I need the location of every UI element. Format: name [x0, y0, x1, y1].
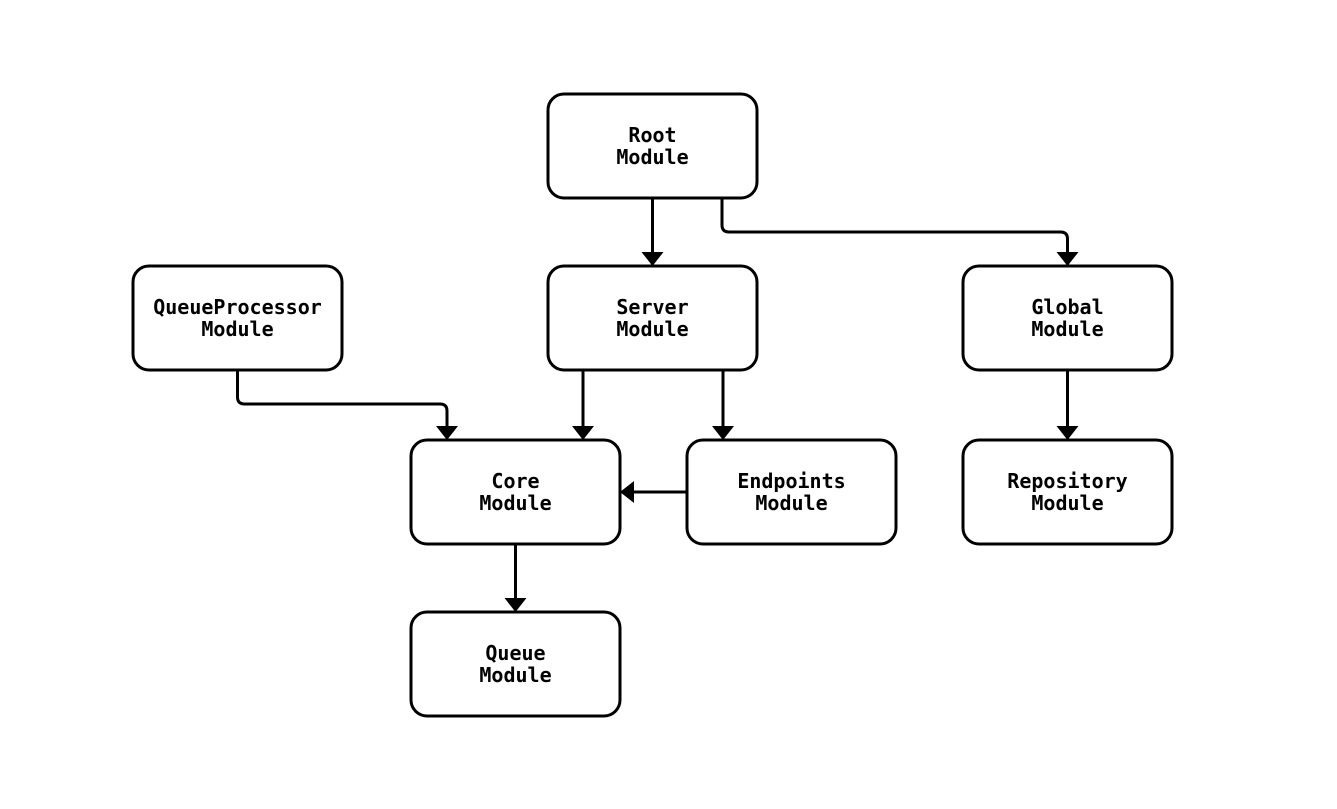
node-box — [546, 264, 759, 372]
edge-global-module-to-repository-module — [1056, 370, 1079, 440]
arrowhead-icon — [504, 598, 527, 612]
edge-root-module-to-global-module — [720, 198, 1079, 266]
edge-queueprocessor-module-to-core-module — [236, 370, 458, 440]
node-label-line: Global — [1031, 295, 1103, 319]
node-label-line: Core — [491, 469, 539, 493]
node-box — [546, 92, 759, 200]
edge-line — [720, 198, 1069, 254]
node-label-line: Repository — [1007, 469, 1127, 493]
edge-line — [236, 370, 449, 428]
arrowhead-icon — [641, 252, 664, 266]
node-box — [409, 438, 622, 546]
node-box — [409, 610, 622, 718]
arrowhead-icon — [712, 426, 734, 440]
arrowhead-icon — [572, 426, 594, 440]
node-label-line: Module — [616, 317, 688, 341]
node-box — [961, 438, 1174, 546]
node-label-line: Endpoints — [737, 469, 845, 493]
node-box — [131, 264, 344, 372]
node-label-line: Module — [1031, 317, 1103, 341]
arrowhead-icon — [436, 426, 458, 440]
node-label-line: Module — [479, 663, 551, 687]
node-label-line: Module — [479, 491, 551, 515]
node-label-line: Server — [616, 295, 688, 319]
arrowhead-icon — [620, 481, 634, 503]
edge-core-module-to-queue-module — [504, 544, 527, 612]
node-label-line: Module — [201, 317, 273, 341]
edge-root-module-to-server-module — [641, 198, 664, 266]
edge-server-module-to-core-module — [572, 370, 594, 440]
node-label-line: Module — [616, 145, 688, 169]
node-label-line: QueueProcessor — [153, 295, 322, 319]
edge-server-module-to-endpoints-module — [712, 370, 734, 440]
node-label-line: Module — [755, 491, 827, 515]
node-box — [685, 438, 898, 546]
arrowhead-icon — [1056, 252, 1079, 266]
edge-endpoints-module-to-core-module — [620, 481, 687, 503]
arrowhead-icon — [1056, 426, 1079, 440]
node-label-line: Module — [1031, 491, 1103, 515]
node-box — [961, 264, 1174, 372]
node-label-line: Queue — [485, 641, 545, 665]
node-label-line: Root — [628, 123, 676, 147]
